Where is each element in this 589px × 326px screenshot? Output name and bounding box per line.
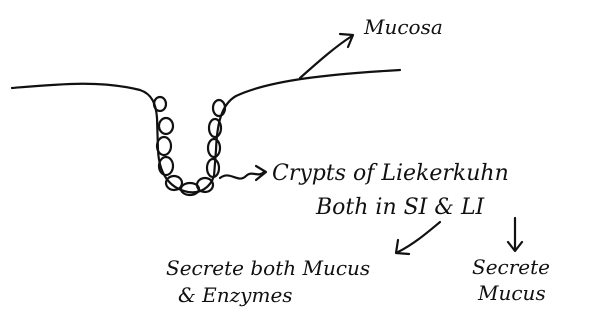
li-arrow (508, 218, 522, 251)
secrete-both-label-line2: & Enzymes (178, 283, 293, 307)
crypts-label: Crypts of Liekerkuhn (272, 161, 509, 186)
crypt-cells-left (154, 97, 182, 190)
secrete-mucus-label-line2: Mucus (477, 281, 546, 305)
crypts-pointer (220, 166, 266, 180)
si-arrow (396, 222, 440, 254)
mucosa-label: Mucosa (363, 15, 443, 39)
crypt-cell (157, 137, 171, 155)
crypt-cell (207, 159, 219, 177)
mucosa-arrow (300, 34, 353, 78)
crypt-cell (166, 176, 182, 190)
secrete-both-label-line1: Secrete both Mucus (166, 256, 370, 280)
crypt-cell (208, 139, 220, 157)
crypt-cell (209, 119, 221, 137)
secrete-mucus-label-line1: Secrete (472, 255, 550, 279)
crypt-cell (154, 97, 166, 111)
crypt-cell (159, 118, 173, 134)
both-si-li-label: Both in SI & LI (315, 195, 486, 220)
